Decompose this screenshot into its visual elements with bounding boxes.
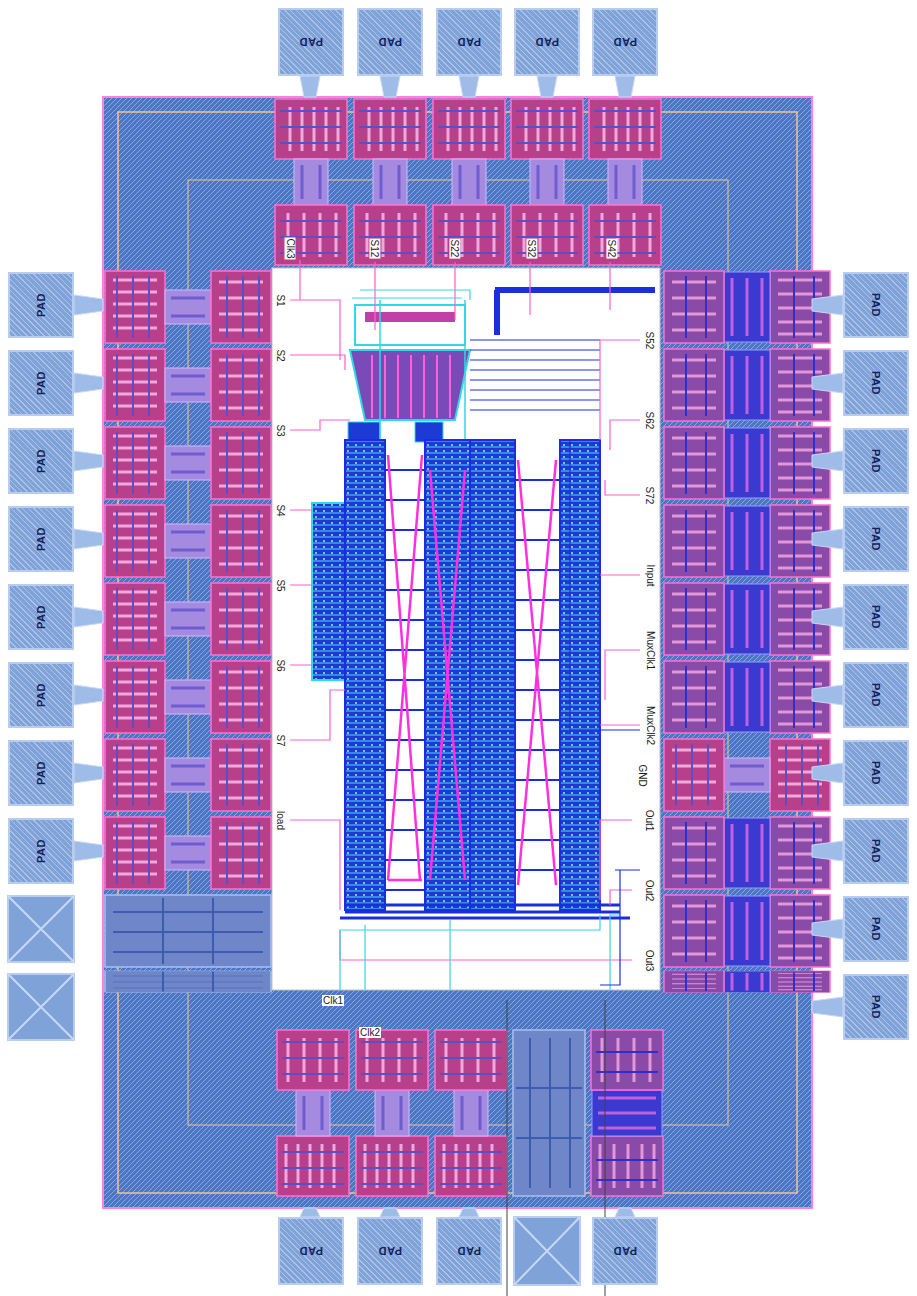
signal-name: Clk1 bbox=[322, 995, 344, 1006]
pad-label: PAD bbox=[35, 527, 47, 551]
bond-pad: PAD bbox=[843, 896, 909, 962]
signal-name: Out1 bbox=[645, 808, 656, 832]
bond-pad: PAD bbox=[8, 272, 74, 338]
pad-label: PAD bbox=[35, 839, 47, 863]
signal-name: S22 bbox=[449, 238, 460, 258]
signal-name: MuxClk1 bbox=[645, 630, 656, 671]
pad-label: PAD bbox=[870, 449, 882, 473]
pad-label: PAD bbox=[35, 293, 47, 317]
bond-pad: PAD bbox=[843, 350, 909, 416]
signal-name: S12 bbox=[369, 238, 380, 258]
unused-pads bbox=[8, 896, 605, 1296]
pad-label: PAD bbox=[613, 36, 637, 48]
pad-label: PAD bbox=[870, 605, 882, 629]
bond-pad: PAD bbox=[514, 8, 580, 76]
bond-pad: PAD bbox=[592, 1217, 658, 1285]
bond-pad: PAD bbox=[8, 506, 74, 572]
signal-name: S32 bbox=[526, 238, 537, 258]
signal-name: GND bbox=[636, 763, 647, 787]
pad-label: PAD bbox=[870, 293, 882, 317]
bond-pad: PAD bbox=[843, 272, 909, 338]
pad-label: PAD bbox=[870, 917, 882, 941]
pad-bond-wires bbox=[74, 76, 843, 1217]
pad-cells bbox=[105, 99, 830, 1196]
pad-label: PAD bbox=[457, 1245, 481, 1257]
pad-label: PAD bbox=[299, 36, 323, 48]
pad-label: PAD bbox=[378, 36, 402, 48]
pad-label: PAD bbox=[870, 839, 882, 863]
pad-label: PAD bbox=[35, 683, 47, 707]
bond-pad: PAD bbox=[436, 8, 502, 76]
signal-name: S72 bbox=[644, 485, 655, 505]
signal-name: MuxClk2 bbox=[645, 705, 656, 746]
signal-name: S7 bbox=[274, 733, 285, 747]
bond-pad: PAD bbox=[843, 974, 909, 1040]
signal-name: Out3 bbox=[645, 948, 656, 972]
bond-pad: PAD bbox=[278, 1217, 344, 1285]
signal-name: S2 bbox=[274, 348, 285, 362]
pad-label: PAD bbox=[870, 371, 882, 395]
signal-name: Input bbox=[645, 563, 656, 587]
signal-name: Clk2 bbox=[359, 1027, 381, 1038]
pad-label: PAD bbox=[870, 761, 882, 785]
bond-pad: PAD bbox=[8, 584, 74, 650]
bond-pad: PAD bbox=[843, 662, 909, 728]
bond-pad: PAD bbox=[8, 740, 74, 806]
bond-pad: PAD bbox=[843, 818, 909, 884]
bond-pad: PAD bbox=[8, 662, 74, 728]
bond-pad: PAD bbox=[8, 818, 74, 884]
signal-name: S3 bbox=[274, 423, 285, 437]
bond-pad: PAD bbox=[436, 1217, 502, 1285]
signal-name: S1 bbox=[274, 293, 285, 307]
bond-pad: PAD bbox=[278, 8, 344, 76]
bond-pad: PAD bbox=[843, 584, 909, 650]
bond-pad: PAD bbox=[8, 428, 74, 494]
signal-name: S52 bbox=[644, 330, 655, 350]
signal-name: S5 bbox=[274, 578, 285, 592]
pad-label: PAD bbox=[299, 1245, 323, 1257]
pad-label: PAD bbox=[870, 995, 882, 1019]
signal-name: S62 bbox=[644, 410, 655, 430]
pad-label: PAD bbox=[35, 605, 47, 629]
pad-label: PAD bbox=[870, 683, 882, 707]
signal-name: S42 bbox=[606, 238, 617, 258]
signal-name: Clk3 bbox=[284, 237, 295, 259]
bond-pad: PAD bbox=[8, 350, 74, 416]
bond-pad: PAD bbox=[843, 428, 909, 494]
signal-name: S4 bbox=[274, 503, 285, 517]
bond-pad: PAD bbox=[592, 8, 658, 76]
pad-label: PAD bbox=[35, 761, 47, 785]
pad-label: PAD bbox=[378, 1245, 402, 1257]
pad-label: PAD bbox=[535, 36, 559, 48]
pad-label: PAD bbox=[613, 1245, 637, 1257]
bond-pad: PAD bbox=[843, 740, 909, 806]
signal-name: S6 bbox=[274, 658, 285, 672]
pad-label: PAD bbox=[457, 36, 481, 48]
core-circuit bbox=[290, 260, 655, 990]
bond-pad: PAD bbox=[843, 506, 909, 572]
bond-pad: PAD bbox=[357, 8, 423, 76]
bond-pad: PAD bbox=[357, 1217, 423, 1285]
pad-label: PAD bbox=[35, 449, 47, 473]
pad-label: PAD bbox=[870, 527, 882, 551]
pad-label: PAD bbox=[35, 371, 47, 395]
signal-name: Out2 bbox=[645, 878, 656, 902]
signal-name: load bbox=[275, 810, 286, 831]
